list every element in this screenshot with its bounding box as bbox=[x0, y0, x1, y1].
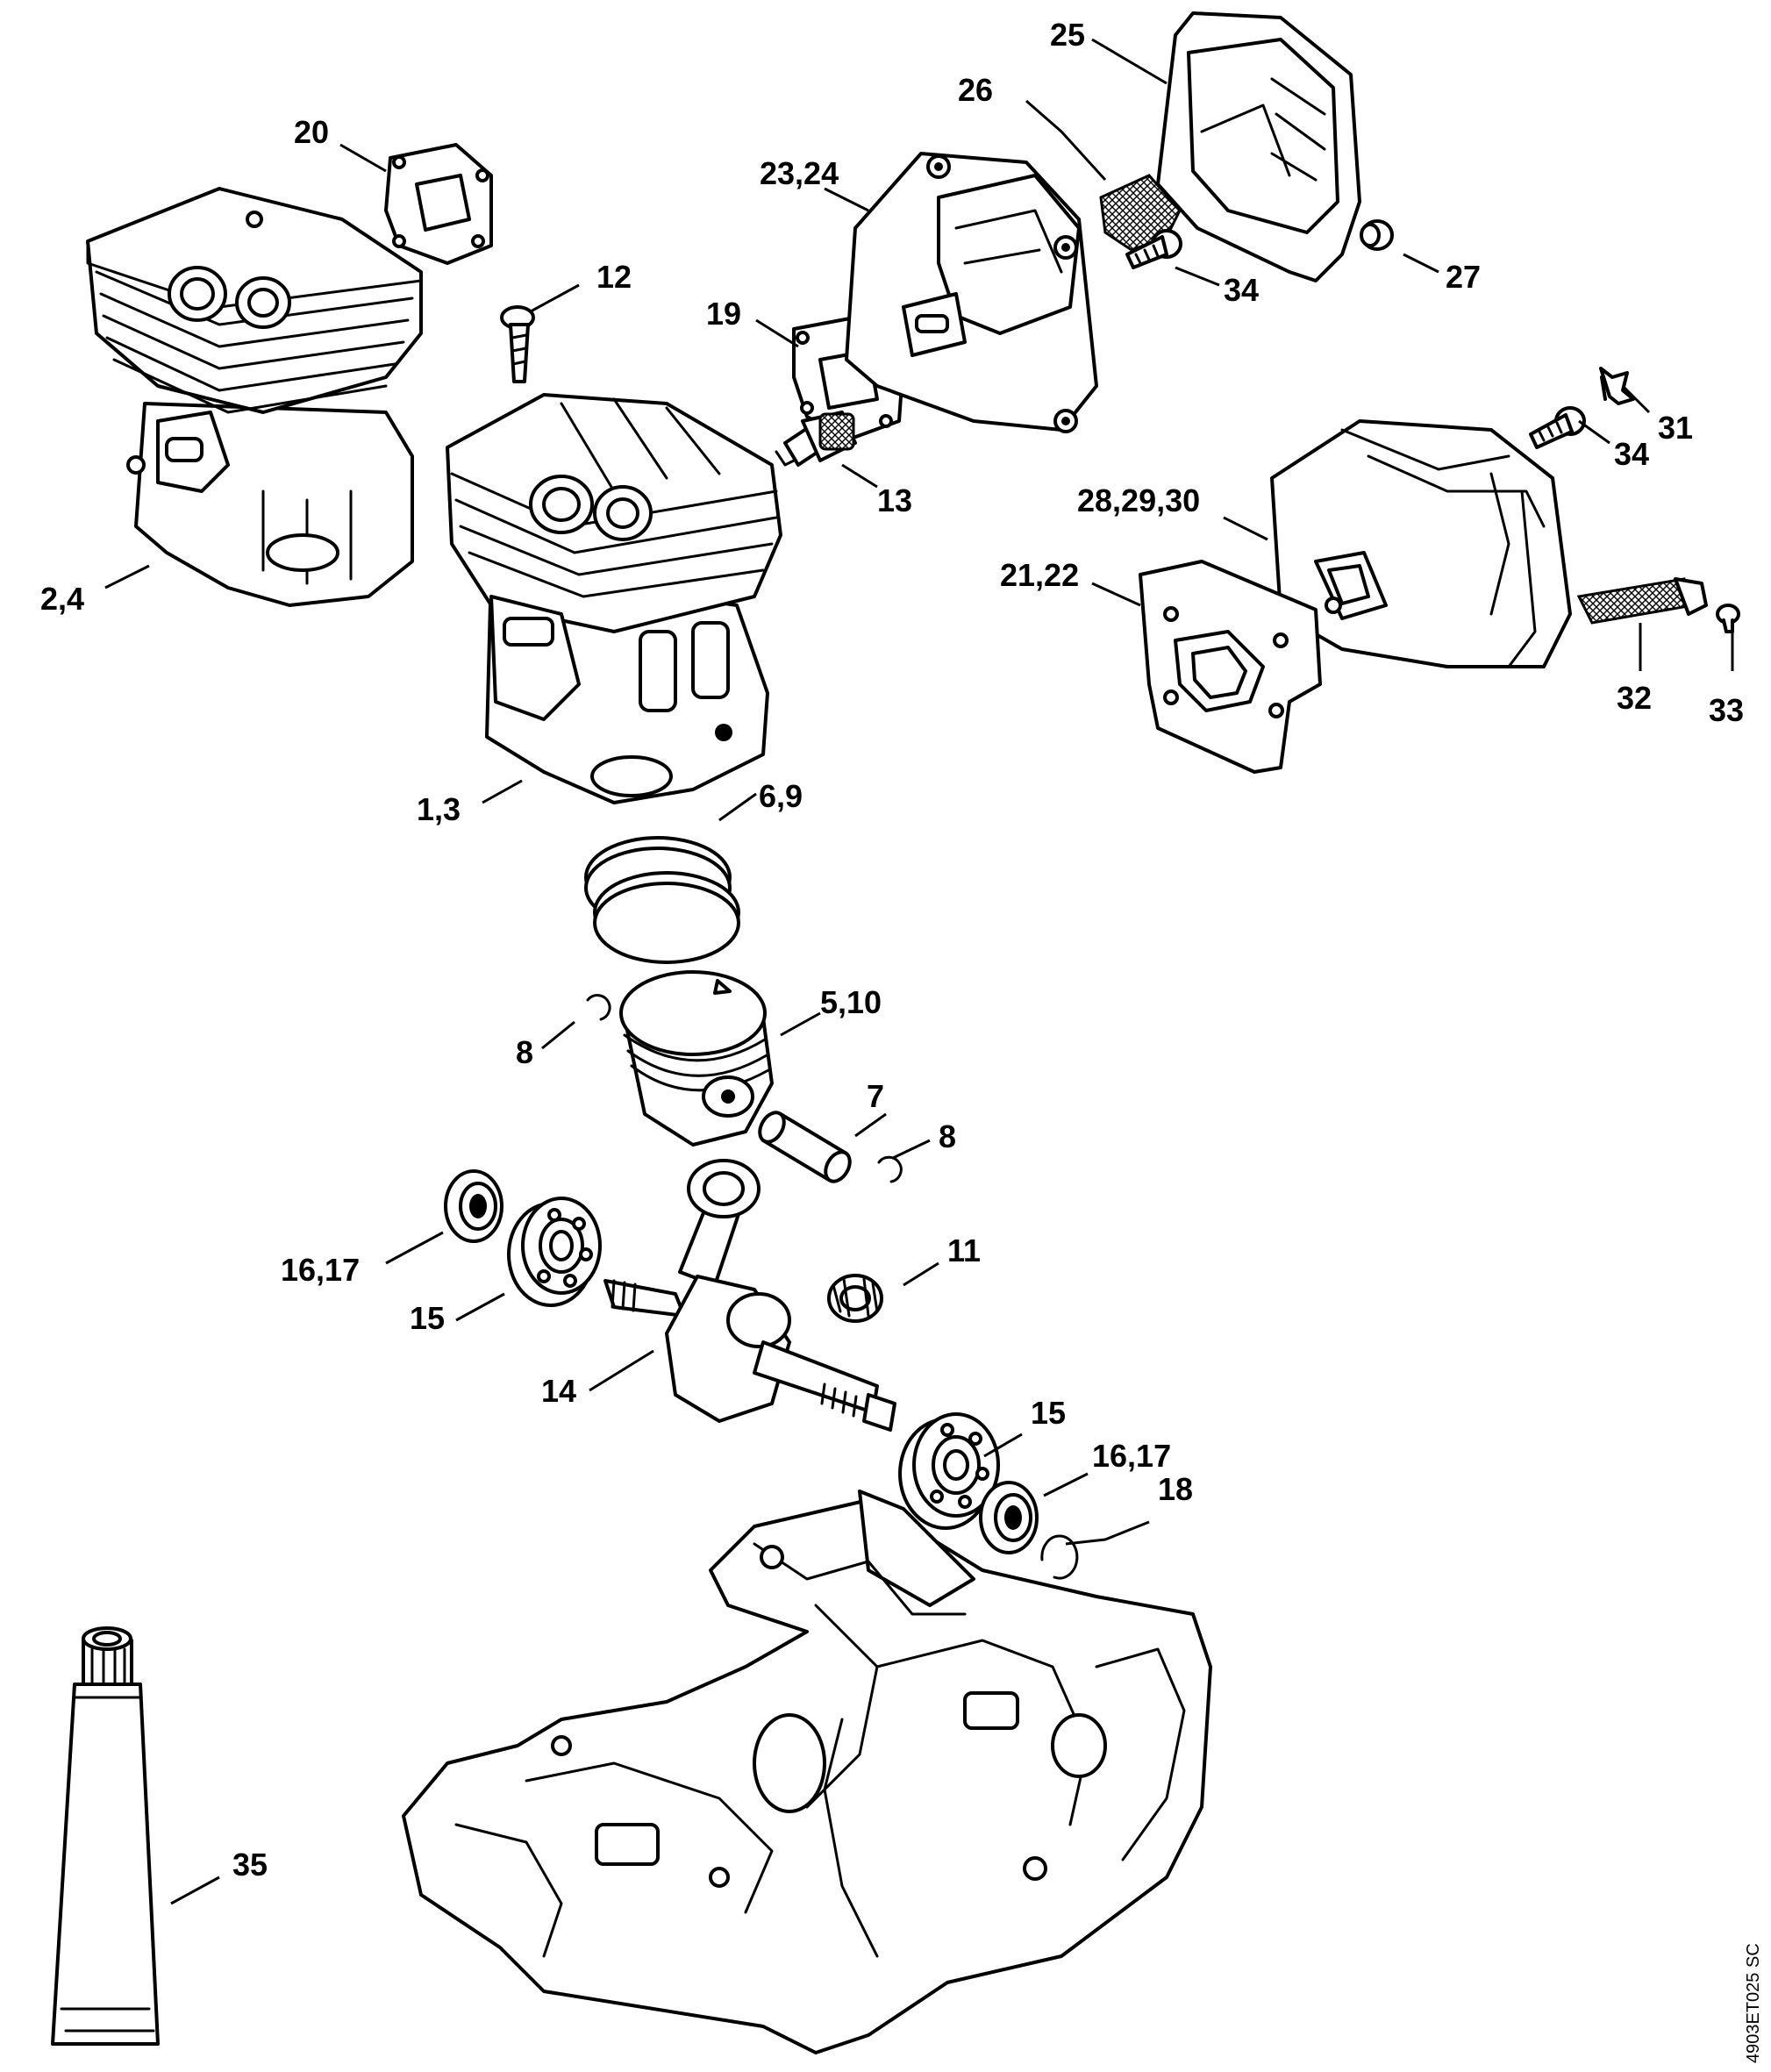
plate-21-22-drawing bbox=[1139, 560, 1322, 774]
screw-34-lower-drawing bbox=[1529, 406, 1586, 449]
callout-16-17-left: 16,17 bbox=[281, 1252, 360, 1288]
screw-33-drawing bbox=[1716, 604, 1740, 633]
screen-32-drawing bbox=[1576, 577, 1708, 625]
circlip-8-left-drawing bbox=[586, 994, 611, 1021]
callout-27: 27 bbox=[1446, 259, 1481, 295]
callout-8-left: 8 bbox=[516, 1034, 533, 1070]
screw-12-drawing bbox=[500, 305, 535, 383]
callout-31: 31 bbox=[1658, 410, 1693, 446]
piston-pin-7-drawing bbox=[758, 1111, 852, 1183]
screw-31-drawing bbox=[1599, 367, 1635, 405]
cylinder-1-3-drawing bbox=[446, 393, 782, 804]
piston-rings-6-9-drawing bbox=[584, 836, 740, 964]
crankcase-drawing bbox=[402, 1490, 1212, 2054]
ball-bearing-15-right-drawing bbox=[898, 1412, 1000, 1530]
callout-8-right: 8 bbox=[939, 1118, 956, 1154]
oil-seal-16-17-right-drawing bbox=[979, 1481, 1039, 1554]
crankshaft-14-drawing bbox=[603, 1159, 896, 1432]
callout-12: 12 bbox=[596, 259, 632, 295]
cylinder-2-4-drawing bbox=[86, 187, 423, 607]
callout-7: 7 bbox=[867, 1078, 884, 1114]
callout-19: 19 bbox=[706, 296, 741, 332]
circlip-8-right-drawing bbox=[877, 1155, 903, 1183]
callout-2-4: 2,4 bbox=[40, 581, 84, 617]
piston-5-10-drawing bbox=[619, 970, 774, 1147]
oil-seal-16-17-left-drawing bbox=[444, 1169, 503, 1243]
muffler-cover-25-drawing bbox=[1156, 11, 1361, 282]
leader-lines bbox=[104, 38, 1734, 1905]
callout-5-10: 5,10 bbox=[820, 984, 882, 1020]
callout-13: 13 bbox=[877, 482, 912, 518]
callout-1-3: 1,3 bbox=[417, 791, 461, 827]
callout-33: 33 bbox=[1709, 692, 1744, 728]
nut-27-drawing bbox=[1360, 219, 1394, 251]
callout-28-29-30: 28,29,30 bbox=[1077, 482, 1200, 518]
callout-18: 18 bbox=[1158, 1471, 1193, 1507]
callout-25: 25 bbox=[1050, 17, 1085, 53]
callout-34-upper: 34 bbox=[1224, 272, 1259, 308]
ball-bearing-15-left-drawing bbox=[507, 1197, 602, 1307]
gasket-20-drawing bbox=[384, 143, 493, 265]
muffler-23-24-drawing bbox=[845, 152, 1098, 433]
spark-plug-13-drawing bbox=[775, 411, 857, 467]
callout-16-17-right: 16,17 bbox=[1092, 1438, 1171, 1474]
callout-23-24: 23,24 bbox=[760, 155, 839, 191]
callout-32: 32 bbox=[1617, 680, 1652, 716]
callout-15-left: 15 bbox=[410, 1300, 445, 1336]
drawing-reference: 4903ET025 SC bbox=[1744, 1943, 1763, 2063]
callout-35: 35 bbox=[232, 1847, 268, 1883]
screw-34-upper-drawing bbox=[1125, 229, 1182, 269]
callout-21-22: 21,22 bbox=[1000, 557, 1079, 593]
callout-15-right: 15 bbox=[1031, 1395, 1066, 1431]
callout-11: 11 bbox=[947, 1232, 981, 1268]
callout-20: 20 bbox=[294, 114, 329, 150]
grease-tube-35-drawing bbox=[51, 1626, 160, 2046]
callout-34-lower: 34 bbox=[1614, 436, 1649, 472]
callout-6-9: 6,9 bbox=[759, 778, 803, 814]
callout-14: 14 bbox=[541, 1373, 576, 1409]
callout-26: 26 bbox=[958, 72, 993, 108]
needle-bearing-11-drawing bbox=[827, 1274, 883, 1323]
